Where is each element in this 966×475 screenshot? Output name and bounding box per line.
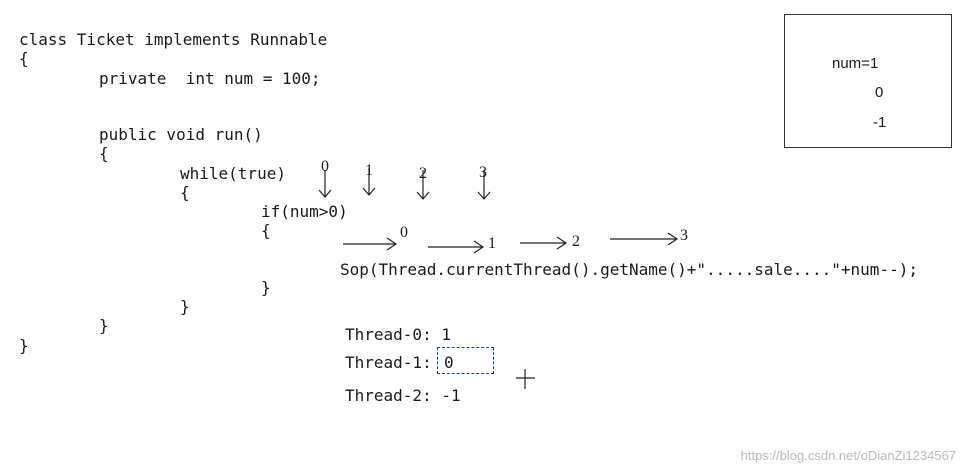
code-brace-if-close: }	[261, 278, 271, 297]
code-line-while: while(true)	[180, 164, 286, 183]
output-thread-1-value: 0	[444, 353, 454, 372]
h-arrow-2	[520, 236, 568, 250]
num-line-1: num=1	[832, 55, 879, 72]
thread-marker-1: 1	[365, 162, 373, 179]
h-arrow-1	[428, 240, 485, 254]
num-line-2: 0	[875, 84, 884, 101]
h-arrow-0	[343, 237, 398, 251]
code-brace-if-open: {	[261, 221, 271, 240]
arrow-label-2: 2	[572, 233, 580, 250]
thread-marker-0: 0	[321, 158, 329, 175]
crosshair-icon	[516, 369, 535, 389]
code-line-sop: Sop(Thread.currentThread().getName()+"..…	[340, 260, 918, 279]
num-line-3: -1	[873, 114, 887, 131]
output-thread-2: Thread-2: -1	[345, 386, 461, 405]
code-brace-while-open: {	[180, 183, 190, 202]
thread-marker-2: 2	[419, 165, 427, 182]
code-line-class: class Ticket implements Runnable	[19, 30, 328, 49]
output-thread-0: Thread-0: 1	[345, 325, 451, 344]
code-line-if: if(num>0)	[261, 202, 348, 221]
arrow-label-1: 1	[488, 235, 496, 252]
thread-arrow-3	[477, 170, 491, 200]
code-brace-open: {	[19, 49, 29, 68]
thread-marker-3: 3	[479, 164, 487, 181]
code-brace-class-close: }	[19, 336, 29, 355]
arrow-label-0: 0	[400, 224, 408, 241]
code-brace-while-close: }	[180, 297, 190, 316]
thread-arrow-2	[416, 170, 430, 200]
arrow-label-3: 3	[680, 227, 688, 244]
thread-arrow-1	[362, 168, 376, 196]
thread-arrow-0	[318, 170, 332, 198]
code-line-run: public void run()	[99, 125, 263, 144]
code-line-field: private int num = 100;	[99, 69, 321, 88]
code-brace-run-close: }	[99, 316, 109, 335]
num-state-box: num=1 0 -1	[784, 14, 952, 148]
code-brace-run-open: {	[99, 144, 109, 163]
selection-box	[437, 347, 494, 374]
h-arrow-3	[610, 232, 679, 246]
watermark: https://blog.csdn.net/oDianZi1234567	[740, 448, 956, 463]
output-thread-1-label: Thread-1:	[345, 353, 432, 372]
